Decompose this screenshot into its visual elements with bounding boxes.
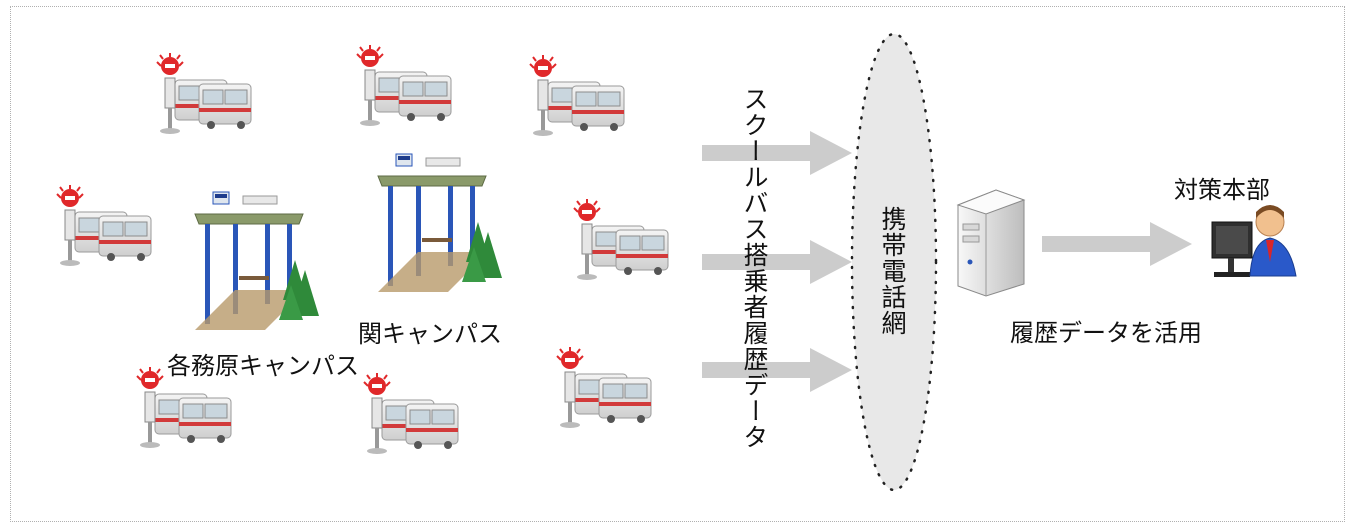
mobile-network-shape [850,32,938,492]
bus-reader-icon [56,184,152,267]
arrow-icon [702,348,852,392]
bus-reader-icon [556,346,652,429]
use-history-data-label: 履歴データを活用 [1010,319,1202,347]
bus-reader-icon [356,44,452,127]
bus-reader-icon [529,54,625,137]
bus-shelter-icon [377,153,503,293]
bus-reader-icon [156,52,252,135]
bus-shelter-icon [194,191,320,331]
arrow-icon [1042,222,1192,266]
seki-campus-label: 関キャンパス [358,320,502,348]
server-icon [956,189,1026,297]
arrow-icon [702,240,852,284]
rider-history-data-label: スクールバス搭乗者履歴データ [740,86,769,450]
kakamigahara-campus-label: 各務原キャンパス [167,352,359,380]
bus-reader-icon [363,372,459,455]
headquarters-label: 対策本部 [1174,176,1270,204]
mobile-network-label: 携帯電話網 [878,206,907,336]
arrow-icon [702,131,852,175]
operator-icon [1211,205,1297,277]
bus-reader-icon [573,198,669,281]
